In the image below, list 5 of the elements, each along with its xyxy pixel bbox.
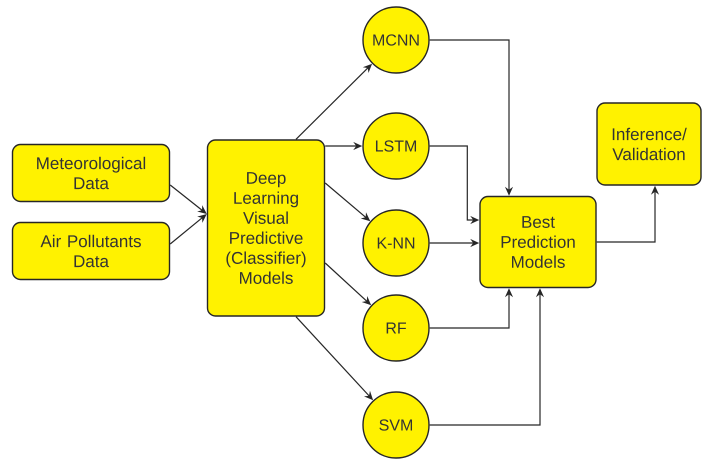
process-box: Best Prediction Models: [479, 196, 597, 288]
process-box: Meteorological Data: [12, 144, 170, 202]
process-box: Air Pollutants Data: [12, 222, 170, 280]
process-box: Inference/ Validation: [596, 102, 702, 186]
process-box: Deep Learning Visual Predictive (Classifier) Models: [206, 139, 326, 317]
